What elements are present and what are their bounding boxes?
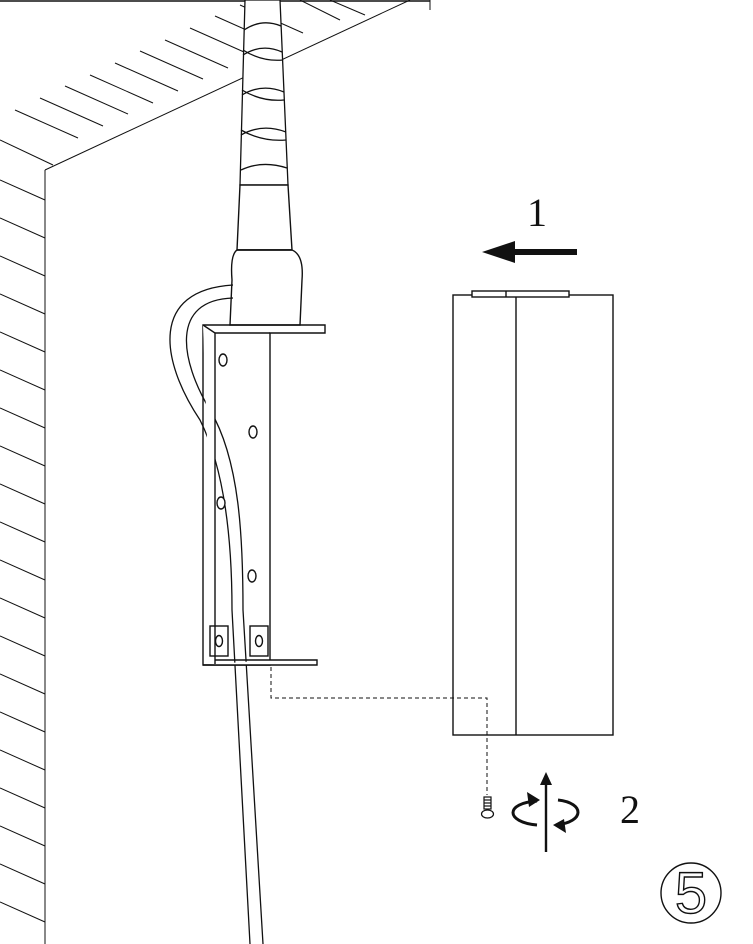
wall bbox=[0, 170, 46, 944]
screw-path-dashed bbox=[270, 667, 488, 795]
antenna-connector bbox=[229, 184, 303, 326]
slide-arrow-icon bbox=[482, 241, 577, 263]
device-box bbox=[452, 290, 614, 736]
step-1-label: 1 bbox=[527, 190, 547, 235]
figure-number-label: 5 bbox=[675, 861, 707, 926]
mounting-bracket bbox=[202, 324, 326, 666]
ceiling bbox=[0, 0, 411, 171]
cable bbox=[169, 284, 264, 944]
rotate-tighten-icon bbox=[511, 772, 580, 852]
antenna-mast bbox=[239, 0, 289, 186]
step-2-label: 2 bbox=[620, 787, 640, 832]
screw-icon bbox=[480, 796, 495, 819]
figure-number-circle bbox=[660, 862, 722, 924]
